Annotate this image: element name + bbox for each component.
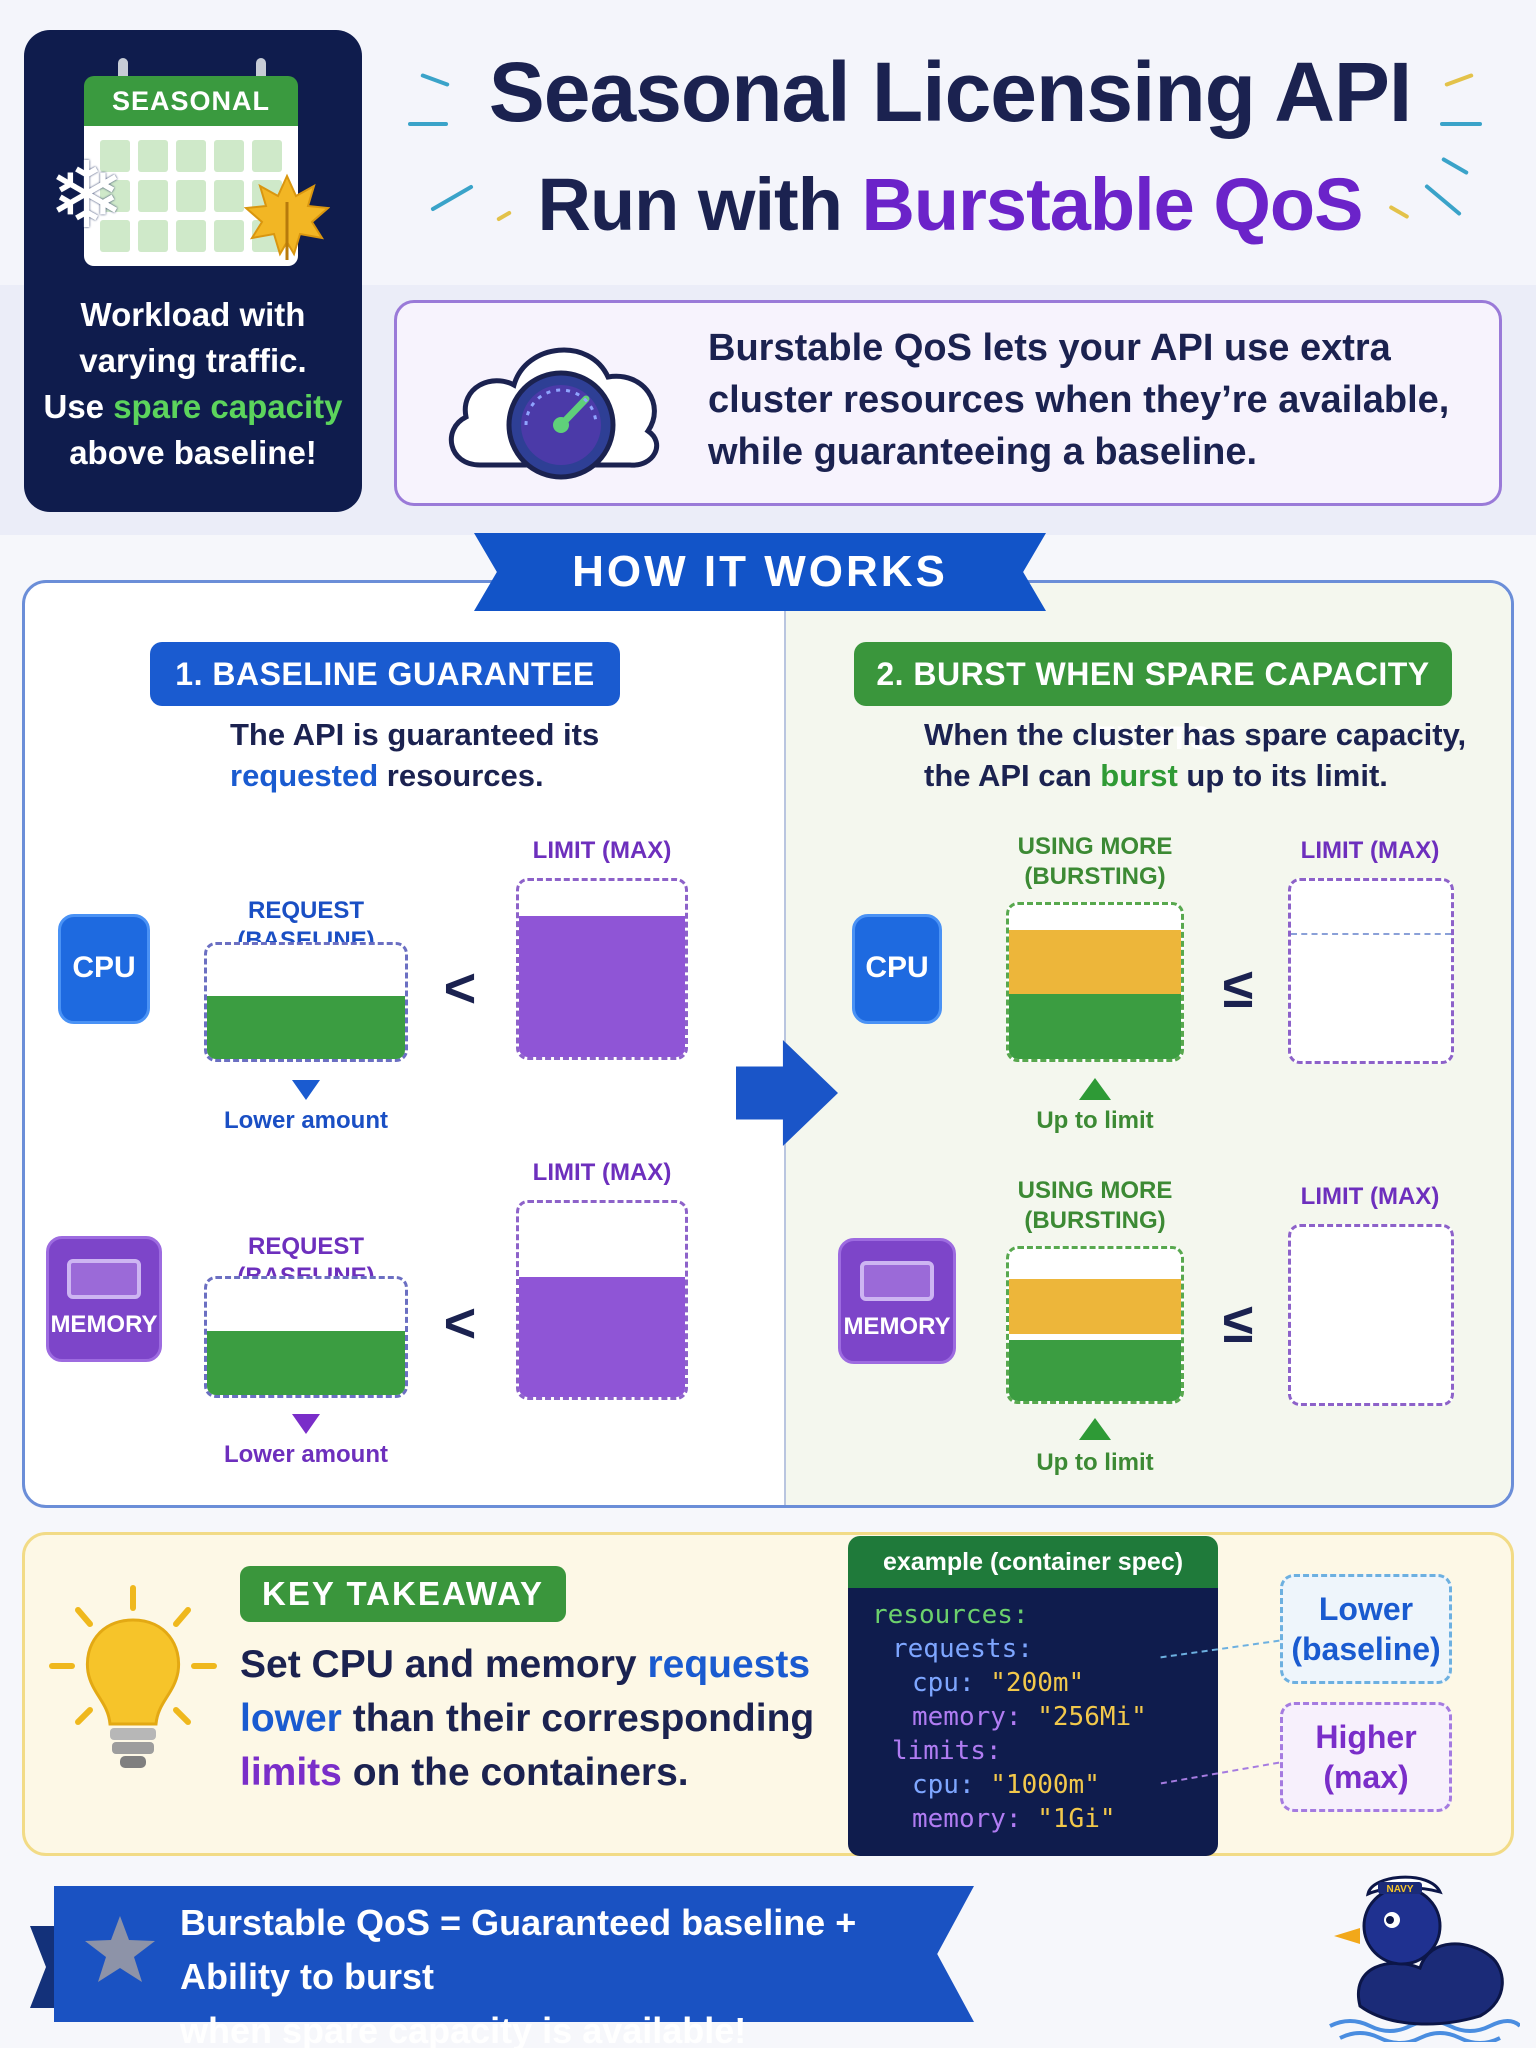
cloud-gauge-icon (448, 347, 660, 480)
decor-dash (408, 122, 448, 126)
calendar-ring (256, 58, 266, 86)
cpu-request-fill (207, 996, 405, 1059)
down-arrow-icon (292, 1080, 320, 1100)
how-it-works-banner (474, 533, 1046, 611)
lower-baseline-note: Lower (baseline) (1280, 1574, 1452, 1684)
using-more-label: USING MORE (BURSTING) (1017, 833, 1173, 890)
memory-burst-fill (1009, 1279, 1181, 1335)
memory-request-fill (207, 1331, 405, 1395)
summary-banner (54, 1886, 974, 2022)
key-takeaway-text: Set CPU and memory requests lower than t… (240, 1643, 815, 1794)
higher-max-note: Higher (max) (1280, 1702, 1452, 1812)
step1-title: 1. BASELINE GUARANTEE (150, 642, 620, 706)
decor-dash (1440, 122, 1482, 126)
less-or-equal-operator: ≤ (1222, 956, 1254, 1019)
memory-limit-box (1288, 1224, 1454, 1406)
calendar-icon: SEASONAL (84, 76, 298, 126)
memory-chip-icon: MEMORY (46, 1236, 162, 1362)
step1-description: The API is guaranteed its requested reso… (230, 717, 600, 793)
page-subtitle: Run with Burstable QoS (537, 163, 1364, 246)
step2-description: When the cluster has spare capacity, the… (924, 717, 1467, 793)
cpu-burst-fill (1009, 929, 1181, 995)
memory-baseline-fill (1009, 1340, 1181, 1401)
duck-hat-label: NAVY (1386, 1884, 1413, 1895)
less-than-operator: < (443, 1291, 477, 1354)
key-takeaway-label: KEY TAKEAWAY (240, 1566, 566, 1622)
memory-request-box (204, 1276, 408, 1398)
cpu-chip-icon: CPU (852, 914, 942, 1024)
lower-amount-note: Lower amount (223, 1441, 388, 1468)
lightbulb-icon (49, 1585, 217, 1768)
calendar-ring (118, 58, 128, 86)
memory-limit-box (516, 1200, 688, 1400)
snowflake-icon: ❄ (48, 145, 126, 247)
using-more-label: USING MORE (BURSTING) (1017, 1177, 1173, 1234)
navy-duck-mascot-icon: NAVY (1329, 1875, 1520, 2042)
limit-max-label: LIMIT (MAX) (1300, 837, 1440, 864)
leaf-icon (244, 173, 330, 260)
summary-text: Burstable QoS = Guaranteed baseline + Ab… (180, 1902, 857, 2048)
spare-capacity-highlight: spare capacity (113, 388, 343, 425)
step2-title: 2. BURST WHEN SPARE CAPACITY EXISTS (854, 642, 1452, 756)
less-or-equal-operator: ≤ (1222, 1291, 1254, 1354)
cpu-request-box (204, 942, 408, 1062)
cpu-baseline-fill (1009, 994, 1181, 1059)
cpu-limit-box (516, 878, 688, 1060)
less-than-operator: < (443, 956, 477, 1019)
code-example-header: example (container spec) (848, 1536, 1218, 1588)
page-title: Seasonal Licensing API (488, 45, 1413, 139)
limit-max-label: LIMIT (MAX) (532, 1159, 672, 1186)
memory-chip-icon: MEMORY (838, 1238, 956, 1364)
how-it-works-title: HOW IT WORKS (572, 547, 948, 596)
star-icon (85, 1916, 155, 1982)
season-card-text: Workload with varying traffic. Use spare… (43, 296, 343, 471)
limit-max-label: LIMIT (MAX) (1300, 1183, 1440, 1210)
intro-text: Burstable QoS lets your API use extra cl… (708, 327, 1450, 473)
up-arrow-icon (1079, 1418, 1111, 1440)
cpu-bursting-box (1006, 902, 1184, 1062)
container-spec-code: resources: requests: cpu: "200m" memory:… (848, 1588, 1218, 1856)
limit-max-label: LIMIT (MAX) (532, 837, 672, 864)
memory-bursting-box (1006, 1246, 1184, 1404)
cpu-chip-icon: CPU (58, 914, 150, 1024)
up-arrow-icon (1079, 1078, 1111, 1100)
up-to-limit-note: Up to limit (1036, 1107, 1154, 1134)
cpu-limit-box (1288, 878, 1454, 1064)
lower-amount-note: Lower amount (223, 1107, 388, 1134)
cpu-limit-fill (519, 916, 685, 1057)
memory-limit-fill (519, 1276, 685, 1397)
up-to-limit-note: Up to limit (1036, 1449, 1154, 1476)
down-arrow-icon (292, 1414, 320, 1434)
